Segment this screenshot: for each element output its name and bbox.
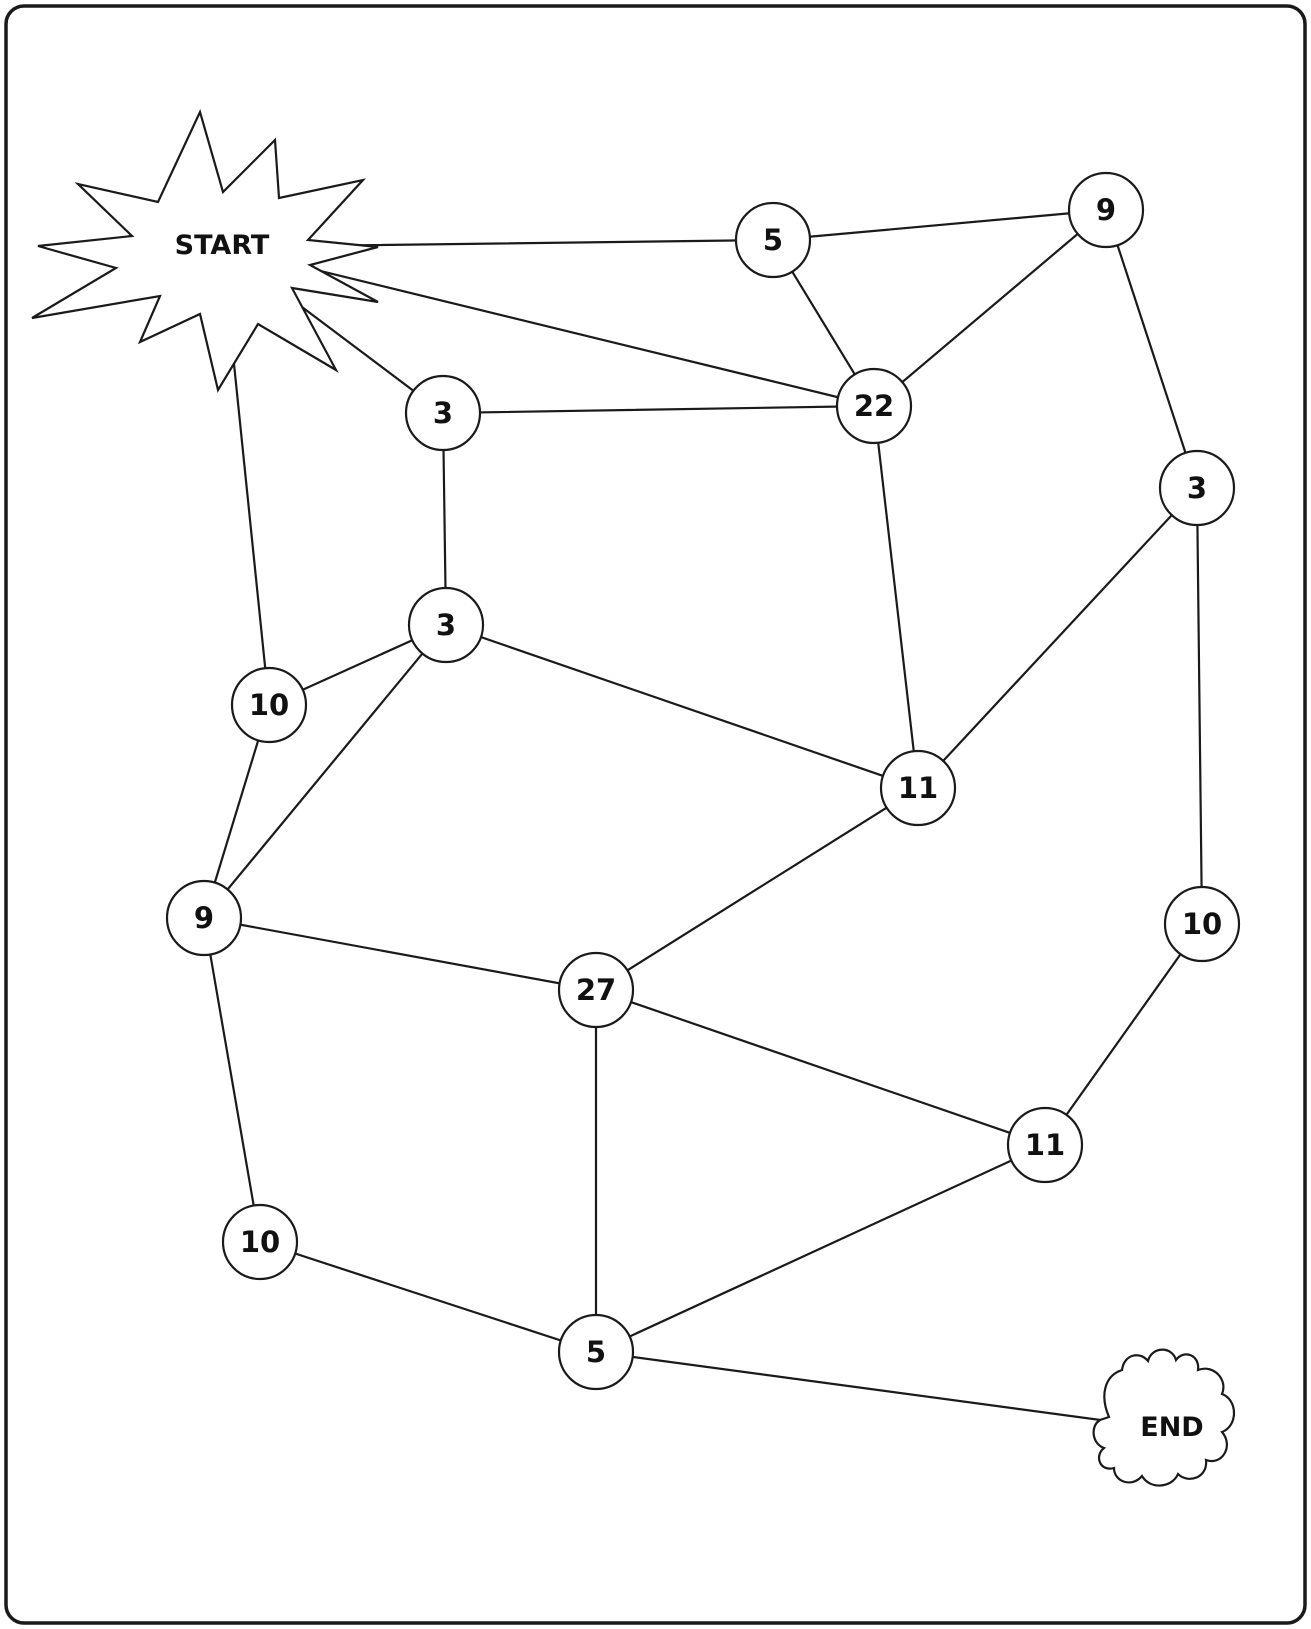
node-value: 27 <box>576 973 616 1007</box>
node-layer: 5 9 3 22 3 3 10 11 9 10 27 11 10 5 <box>165 171 1241 1391</box>
edge-n9a-n3b <box>1104 208 1199 490</box>
node-circle <box>1158 449 1236 527</box>
node-circle <box>1006 1106 1084 1184</box>
end-label: END <box>1140 1412 1203 1443</box>
edge-n9a-n22 <box>872 208 1108 408</box>
node-value: 22 <box>854 389 894 423</box>
node-value: 11 <box>898 771 938 805</box>
edge-n11b-n5b <box>594 1143 1047 1354</box>
edge-n9b-n10c <box>202 916 262 1244</box>
page-frame <box>4 4 1307 1625</box>
maze-node[interactable]: 22 <box>835 367 913 445</box>
start-label: START <box>175 230 270 261</box>
maze-node[interactable]: 3 <box>1158 449 1236 527</box>
edge-n3c-n9b <box>202 623 448 920</box>
edge-n10b-n11b <box>1043 922 1204 1147</box>
start-starburst[interactable] <box>31 108 379 393</box>
node-value: 10 <box>240 1225 280 1259</box>
maze-node[interactable]: 11 <box>1006 1106 1084 1184</box>
node-value: 11 <box>1025 1128 1065 1162</box>
maze-node[interactable]: 3 <box>404 374 482 452</box>
edge-n9b-n27 <box>202 916 598 992</box>
shape-layer: START END <box>31 108 1236 1487</box>
node-circle <box>165 879 243 957</box>
maze-node[interactable]: 10 <box>230 666 308 744</box>
node-circle <box>404 374 482 452</box>
edge-n11a-n27 <box>594 786 920 992</box>
node-circle <box>221 1203 299 1281</box>
maze-node[interactable]: 5 <box>557 1313 635 1391</box>
edge-start-n22 <box>220 245 876 408</box>
edge-n3c-n11a <box>444 623 920 790</box>
maze-node[interactable]: 11 <box>879 749 957 827</box>
maze-node[interactable]: 9 <box>1067 171 1145 249</box>
edge-n3b-n11a <box>916 486 1199 790</box>
node-circle <box>230 666 308 744</box>
node-value: 5 <box>763 223 783 257</box>
maze-node[interactable]: 9 <box>165 879 243 957</box>
node-value: 3 <box>1187 471 1207 505</box>
node-circle <box>835 367 913 445</box>
maze-node[interactable]: 27 <box>557 951 635 1029</box>
end-cloud[interactable] <box>1092 1348 1236 1487</box>
edge-n5b-end <box>594 1350 1162 1430</box>
maze-node[interactable]: 5 <box>734 201 812 279</box>
edge-n10c-n5b <box>258 1240 598 1354</box>
node-value: 9 <box>194 901 214 935</box>
maze-node[interactable]: 3 <box>407 586 485 664</box>
node-circle <box>407 586 485 664</box>
edge-n22-n11a <box>872 404 920 790</box>
node-value: 3 <box>433 396 453 430</box>
edge-n3b-n10b <box>1195 486 1204 926</box>
node-circle <box>557 1313 635 1391</box>
node-circle <box>557 951 635 1029</box>
node-value: 10 <box>1182 907 1222 941</box>
node-circle <box>879 749 957 827</box>
node-circle <box>1067 171 1145 249</box>
maze-node[interactable]: 10 <box>1163 885 1241 963</box>
edge-n3a-n22 <box>441 404 876 415</box>
node-value: 10 <box>249 688 289 722</box>
node-circle <box>1163 885 1241 963</box>
node-value: 5 <box>586 1335 606 1369</box>
edge-n5a-n9a <box>771 208 1108 242</box>
maze-node[interactable]: 10 <box>221 1203 299 1281</box>
node-value: 9 <box>1096 193 1116 227</box>
node-value: 3 <box>436 608 456 642</box>
edge-n27-n11b <box>594 988 1047 1147</box>
node-circle <box>734 201 812 279</box>
